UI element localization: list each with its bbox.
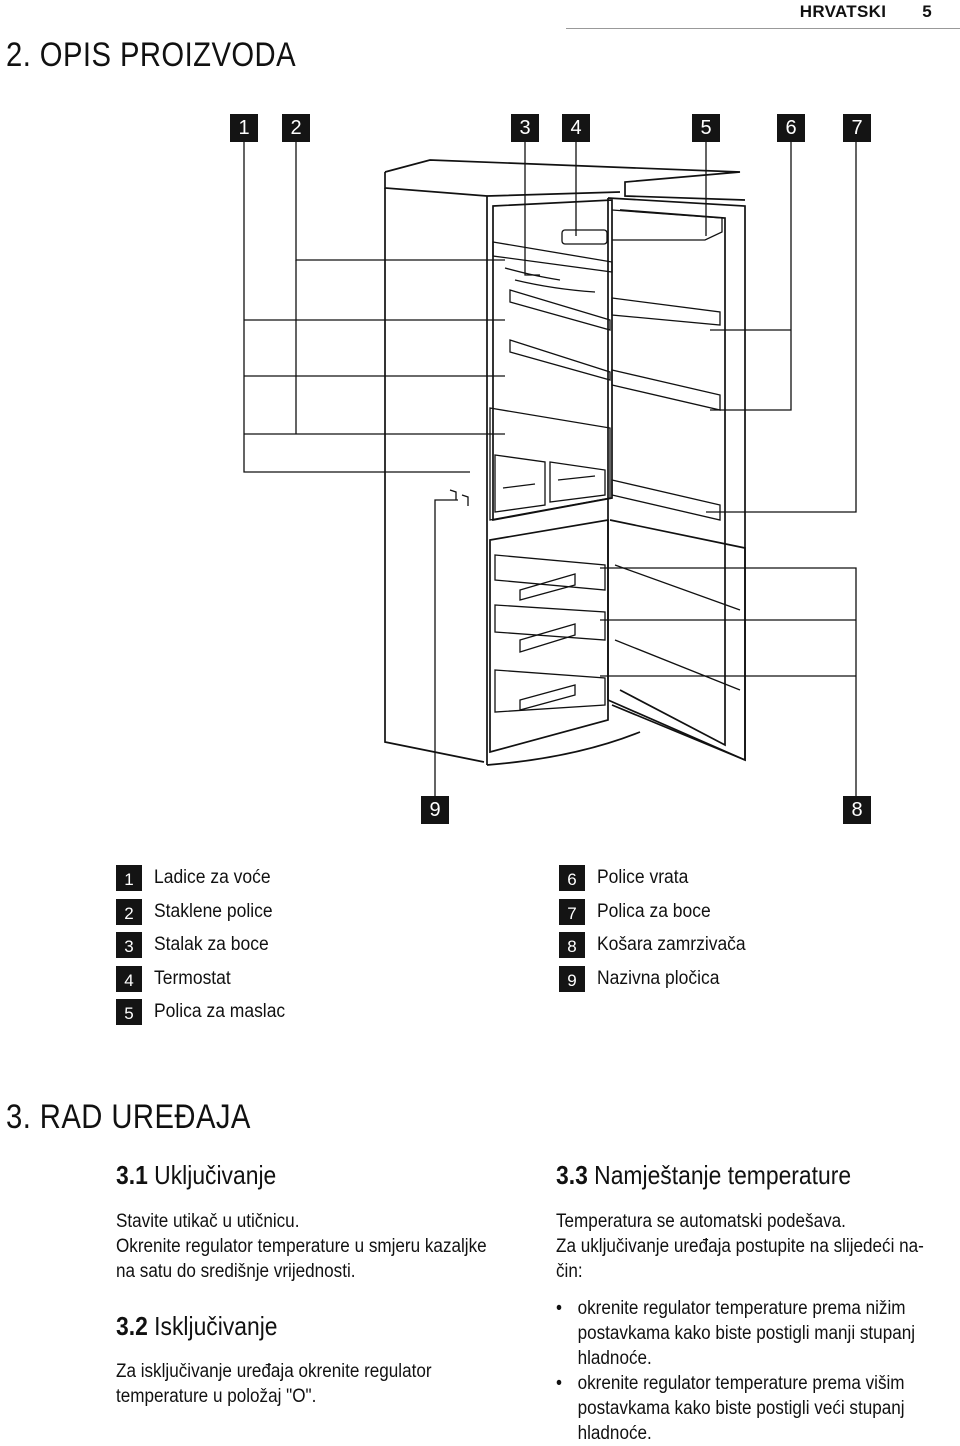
- subsection-title-temperature: 3.3 Namještanje temperature: [556, 1160, 852, 1190]
- callout-5: 5: [692, 114, 720, 142]
- fridge-diagram: [243, 142, 857, 796]
- switch-on-text: Stavite utikač u utičnicu. Okrenite regu…: [116, 1211, 487, 1282]
- legend-number: 8: [559, 932, 585, 958]
- temperature-text: Temperatura se automatski podešava. Za u…: [556, 1209, 924, 1446]
- legend-label: Košara zamrzivača: [597, 934, 746, 955]
- legend-number: 1: [116, 865, 142, 891]
- page-header: HRVATSKI 5: [800, 2, 932, 22]
- legend-number: 7: [559, 898, 585, 925]
- legend-label: Ladice za voće: [154, 867, 271, 888]
- callout-6: 6: [777, 114, 805, 142]
- page-number: 5: [922, 2, 932, 21]
- legend-number: 3: [116, 932, 142, 958]
- legend-number: 4: [116, 965, 142, 992]
- bullet-item: okrenite regulator temperature prema viš…: [556, 1371, 924, 1446]
- legend-label: Police vrata: [597, 867, 689, 888]
- callout-1: 1: [230, 114, 258, 142]
- callout-3: 3: [511, 114, 539, 142]
- legend-label: Termostat: [154, 967, 231, 989]
- section-title-product-description: 2. OPIS PROIZVODA: [6, 36, 297, 74]
- legend-number: 5: [116, 999, 142, 1025]
- legend-number: 9: [559, 965, 585, 992]
- legend-label: Stalak za boce: [154, 934, 269, 955]
- subsection-title-switch-on: 3.1 Uključivanje: [116, 1160, 277, 1190]
- section-title-operation: 3. RAD UREĐAJA: [6, 1098, 251, 1136]
- callout-8: 8: [843, 796, 871, 824]
- legend-label: Staklene police: [154, 900, 273, 922]
- switch-off-text: Za isključivanje uređaja okrenite regula…: [116, 1361, 432, 1407]
- callout-9: 9: [421, 796, 449, 824]
- legend-number: 6: [559, 865, 585, 891]
- callout-7: 7: [843, 114, 871, 142]
- callout-2: 2: [282, 114, 310, 142]
- subsection-title-switch-off: 3.2 Isključivanje: [116, 1311, 278, 1341]
- legend-label: Polica za boce: [597, 900, 711, 922]
- legend-number: 2: [116, 898, 142, 925]
- legend-label: Nazivna pločica: [597, 967, 720, 989]
- header-rule: [566, 28, 960, 29]
- callout-4: 4: [562, 114, 590, 142]
- bullet-item: okrenite regulator temperature prema niž…: [556, 1296, 924, 1371]
- legend-label: Polica za maslac: [154, 1001, 286, 1022]
- header-language: HRVATSKI: [799, 2, 887, 21]
